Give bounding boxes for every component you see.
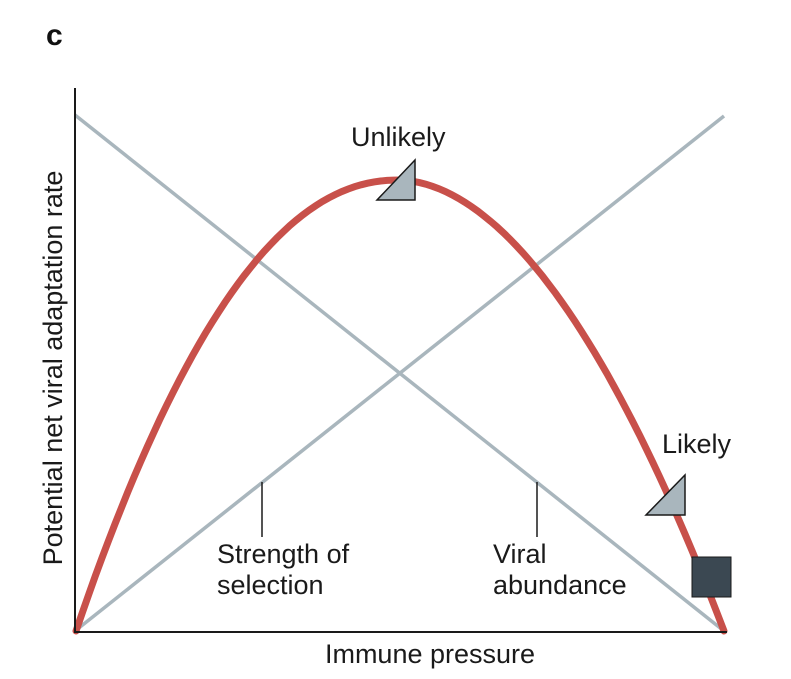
unlikely-label: Unlikely	[351, 122, 446, 152]
selection-label-line2: selection	[217, 570, 324, 600]
dark-square-icon	[691, 556, 732, 598]
likely-label: Likely	[662, 429, 732, 459]
abundance-label-line2: abundance	[493, 570, 627, 600]
unlikely-triangle-icon	[375, 158, 416, 201]
y-axis-label: Potential net viral adaptation rate	[38, 171, 68, 566]
panel-letter: c	[46, 19, 63, 52]
likely-triangle-icon	[644, 473, 686, 516]
abundance-label-line1: Viral	[493, 539, 547, 569]
x-axis-label: Immune pressure	[325, 639, 535, 669]
selection-strength-line	[73, 114, 726, 633]
selection-label-line1: Strength of	[217, 539, 350, 569]
adaptation-rate-curve	[72, 176, 728, 635]
